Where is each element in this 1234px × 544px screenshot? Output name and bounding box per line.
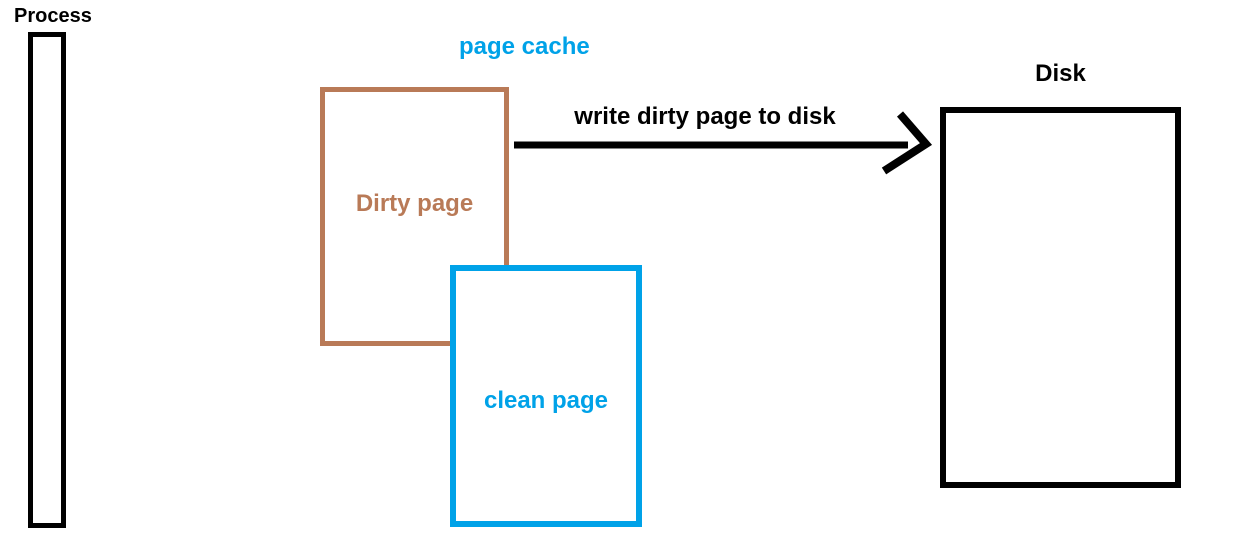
write-arrow-label: write dirty page to disk — [574, 103, 836, 130]
arrow-head-icon — [881, 111, 933, 175]
clean-page-label: clean page — [483, 387, 609, 414]
dirty-page-box: Dirty page — [320, 87, 509, 346]
page-cache-label: page cache — [459, 33, 590, 60]
disk-label: Disk — [1035, 60, 1086, 87]
process-label: Process — [14, 5, 92, 27]
clean-page-box: clean page — [450, 265, 642, 527]
process-box — [28, 32, 66, 528]
dirty-page-label: Dirty page — [355, 190, 474, 217]
disk-box — [940, 107, 1181, 488]
